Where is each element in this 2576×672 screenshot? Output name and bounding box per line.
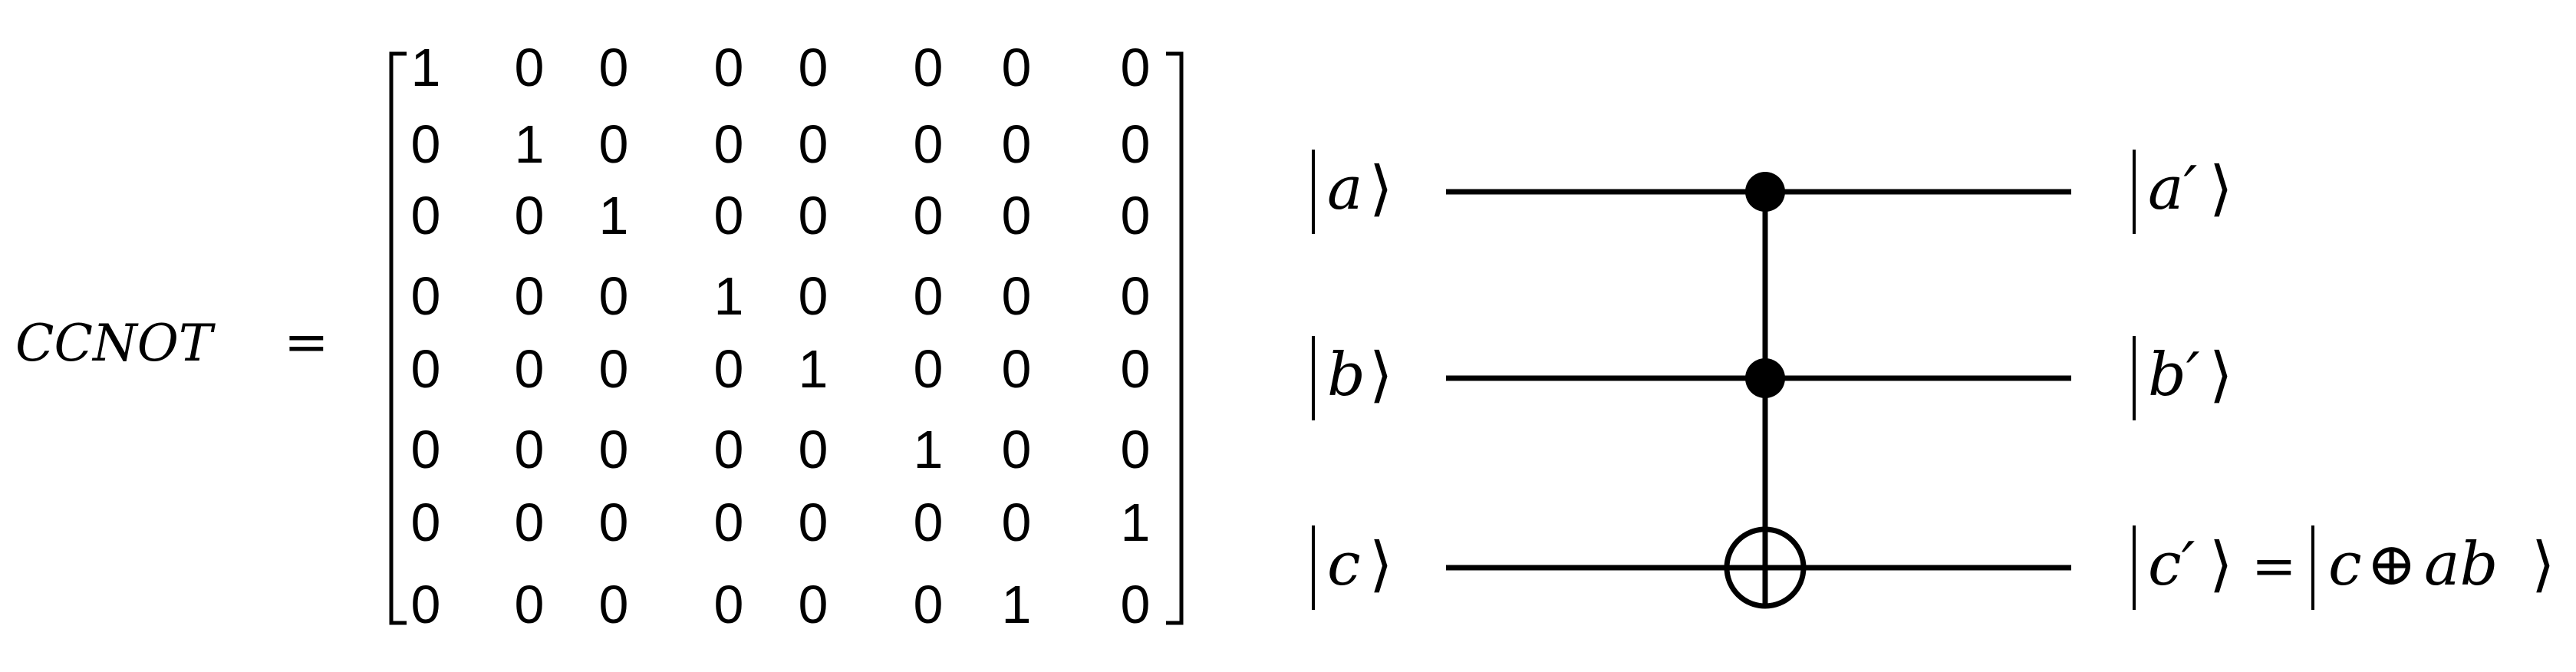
matrix-cell: 0: [1002, 420, 1032, 479]
matrix-cell: 1: [1121, 492, 1151, 552]
gate-name-label: CCNOT: [15, 314, 216, 373]
matrix-cell: 0: [799, 186, 828, 245]
matrix-cell: 0: [515, 420, 545, 479]
svg-text:⟩: ⟩: [2209, 154, 2232, 223]
matrix-cell: 0: [599, 492, 629, 552]
matrix-left-bracket: [389, 51, 407, 625]
matrix-cell: 0: [411, 339, 441, 399]
matrix-cell: 0: [1002, 114, 1032, 174]
svg-text:c: c: [1327, 530, 1361, 599]
matrix-cell: 0: [411, 114, 441, 174]
output-c-xor: ⊕: [2367, 530, 2416, 599]
matrix-cell: 0: [515, 575, 545, 634]
matrix-cell: 0: [1121, 38, 1151, 97]
matrix-cell: 0: [1002, 339, 1032, 399]
matrix-cell: 0: [411, 266, 441, 326]
matrix-cell: 0: [1121, 266, 1151, 326]
matrix-cell: 1: [599, 186, 629, 245]
matrix-cell: 0: [599, 266, 629, 326]
input-ket-b: b ⟩: [1312, 336, 1392, 420]
matrix-cell: 0: [714, 420, 744, 479]
matrix-cell: 0: [515, 492, 545, 552]
matrix-cell: 0: [599, 114, 629, 174]
svg-text:⟩: ⟩: [1369, 341, 1392, 410]
matrix-cell: 0: [799, 38, 828, 97]
svg-text:⟩: ⟩: [2209, 530, 2232, 599]
svg-text:b′: b′: [2148, 341, 2200, 410]
matrix-cell: 0: [1121, 420, 1151, 479]
matrix-cell: 0: [714, 114, 744, 174]
matrix-cell: 0: [714, 575, 744, 634]
svg-text:⟩: ⟩: [2532, 530, 2555, 599]
input-ket-a: a ⟩: [1312, 150, 1392, 234]
matrix-cell: 0: [914, 339, 944, 399]
svg-text:⟩: ⟩: [1369, 154, 1392, 223]
svg-text:a: a: [1327, 154, 1363, 223]
matrix-cell: 0: [914, 492, 944, 552]
matrix-cell: 0: [411, 575, 441, 634]
matrix-cell: 1: [1002, 575, 1032, 634]
svg-text:c′: c′: [2148, 530, 2196, 599]
matrix-cell: 0: [914, 38, 944, 97]
matrix-cell: 0: [1121, 114, 1151, 174]
matrix-cell: 0: [714, 38, 744, 97]
matrix-cell: 0: [515, 38, 545, 97]
svg-text:⟩: ⟩: [2209, 341, 2232, 410]
output-c-equals: =: [2252, 535, 2297, 598]
matrix-cell: 0: [799, 266, 828, 326]
matrix-cell: 0: [599, 38, 629, 97]
matrix-cell: 0: [1002, 266, 1032, 326]
matrix-cell: 0: [799, 575, 828, 634]
matrix-cell: 0: [1121, 339, 1151, 399]
matrix-cell: 0: [1002, 492, 1032, 552]
matrix-cell: 0: [799, 114, 828, 174]
matrix-cell: 0: [515, 186, 545, 245]
matrix-cell: 1: [799, 339, 828, 399]
matrix-cell: 0: [714, 492, 744, 552]
output-ket-a-prime: a′ ⟩: [2133, 150, 2232, 234]
matrix-cell: 0: [714, 186, 744, 245]
control-dot-a: [1745, 172, 1785, 212]
matrix-cell: 0: [411, 186, 441, 245]
svg-text:a′: a′: [2148, 154, 2198, 223]
matrix-cell: 0: [914, 575, 944, 634]
input-ket-c: c ⟩: [1312, 525, 1392, 610]
matrix-cell: 0: [1121, 186, 1151, 245]
matrix-cell: 0: [914, 266, 944, 326]
output-c-left: c: [2328, 530, 2362, 599]
matrix-cell: 0: [914, 114, 944, 174]
matrix-cell: 1: [914, 420, 944, 479]
matrix-cell: 1: [515, 114, 545, 174]
output-ket-c-prime: c′ ⟩ = c ⊕ ab ⟩: [2133, 525, 2555, 610]
svg-text:⟩: ⟩: [1369, 530, 1392, 599]
matrix-cell: 0: [1002, 186, 1032, 245]
matrix-right-bracket: [1166, 51, 1184, 625]
matrix-cell: 1: [411, 38, 441, 97]
matrix-cell: 0: [599, 420, 629, 479]
matrix-cell: 0: [599, 339, 629, 399]
matrix-cell: 0: [1002, 38, 1032, 97]
matrix-cell: 0: [411, 492, 441, 552]
svg-text:b: b: [1327, 341, 1365, 410]
matrix-cell: 1: [714, 266, 744, 326]
output-ket-b-prime: b′ ⟩: [2133, 336, 2232, 420]
matrix-cell: 0: [411, 420, 441, 479]
matrix-cell: 0: [799, 492, 828, 552]
matrix-cell: 0: [515, 266, 545, 326]
matrix-cell: 0: [515, 339, 545, 399]
matrix-cell: 0: [1121, 575, 1151, 634]
control-dot-b: [1745, 358, 1785, 398]
matrix-cell: 0: [914, 186, 944, 245]
matrix-cell: 0: [599, 575, 629, 634]
matrix-cell: 0: [714, 339, 744, 399]
equals-sign: =: [284, 311, 329, 374]
output-c-right: ab: [2424, 530, 2498, 599]
matrix-cell: 0: [799, 420, 828, 479]
